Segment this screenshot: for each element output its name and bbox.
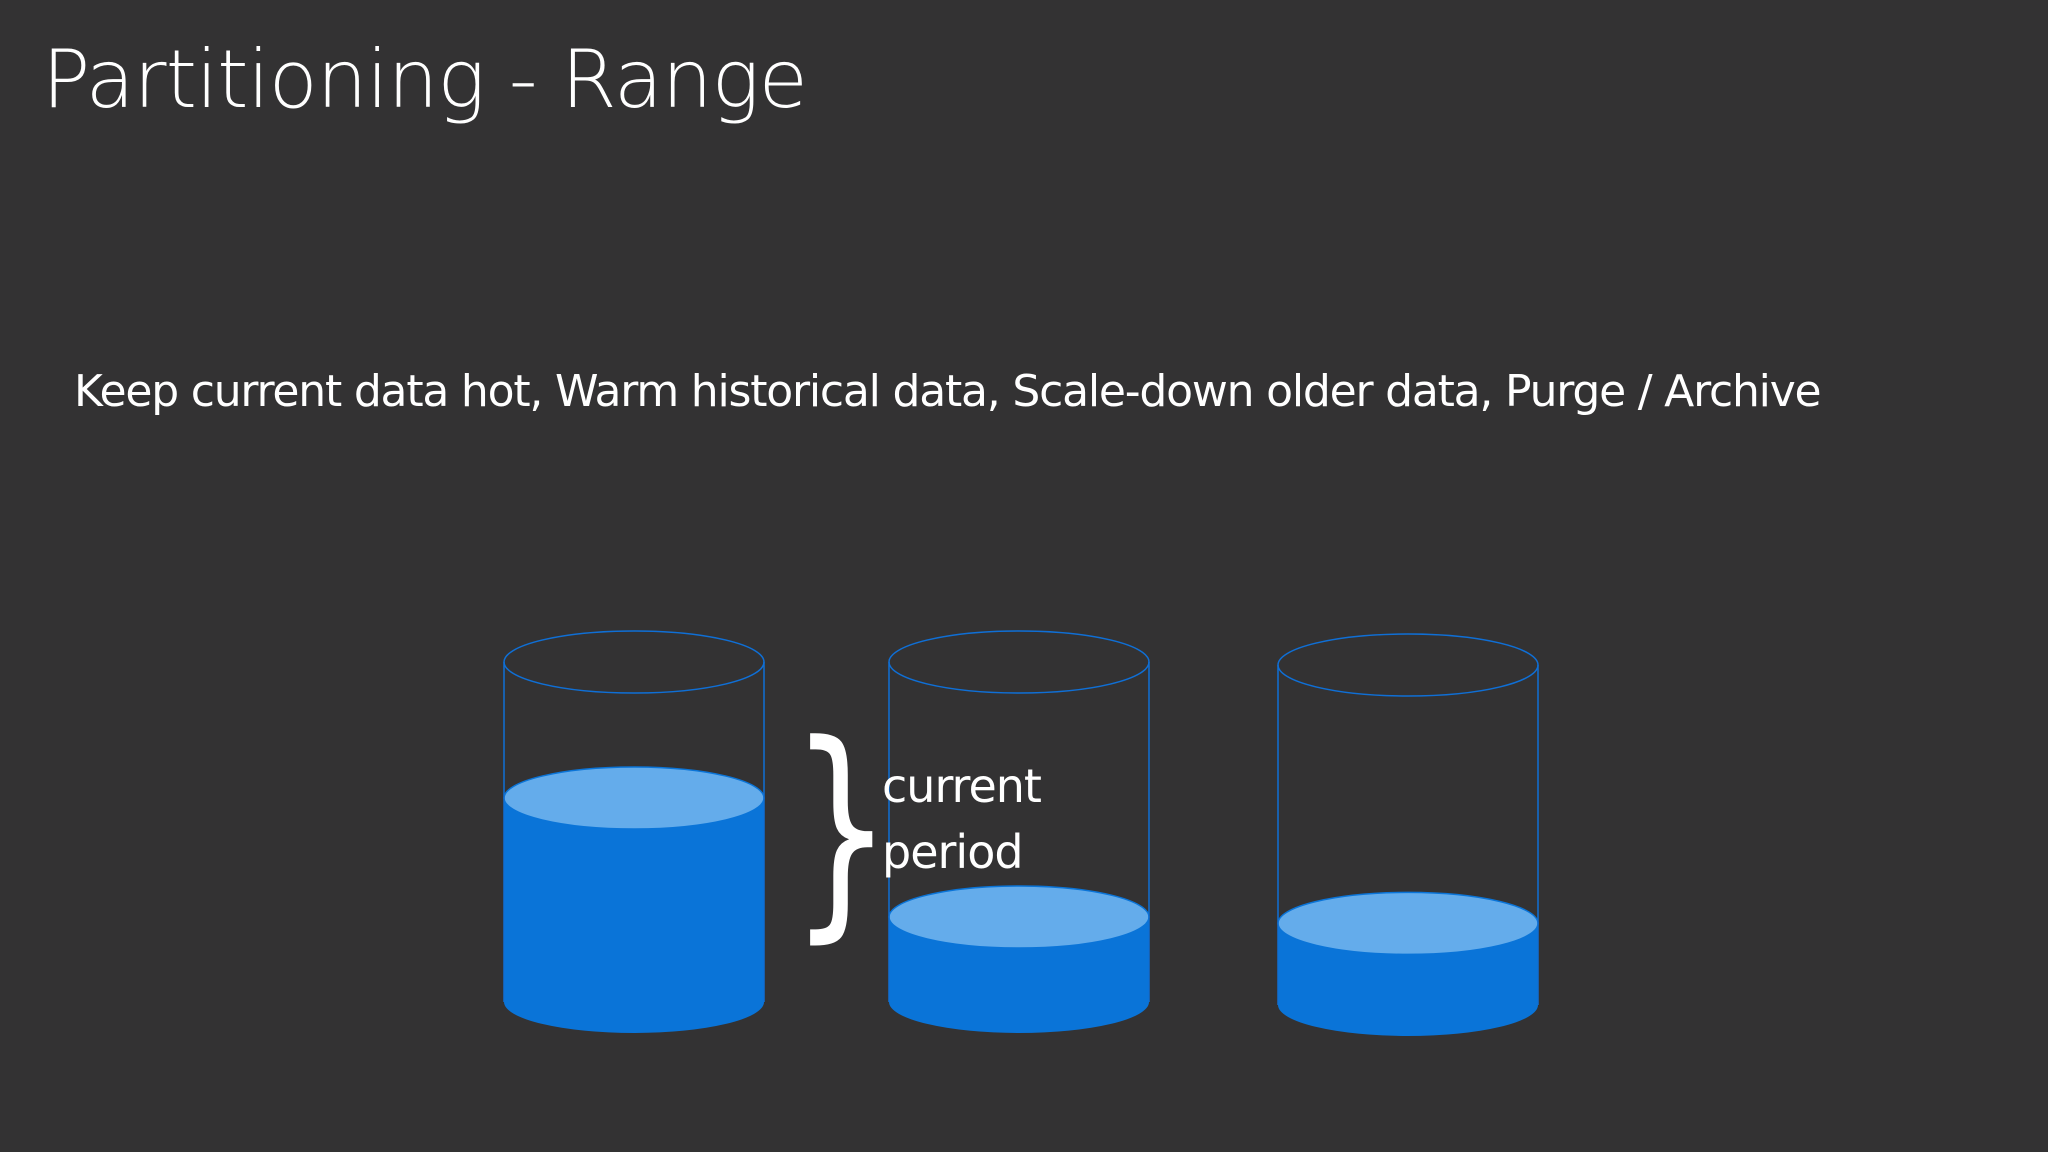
partition-cylinder-1-surface [503, 766, 765, 830]
partition-cylinder-3-liquid [1278, 923, 1538, 1036]
current-period-label-line1: current [882, 759, 1042, 813]
brace-icon: } [790, 696, 893, 963]
current-period-label: current period [882, 753, 1042, 885]
partition-cylinder-2-surface [888, 885, 1150, 949]
partition-cylinder-2-liquid [889, 917, 1149, 1033]
slide-title: Partitioning - Range [42, 33, 808, 126]
partition-cylinder-1-rim [503, 630, 765, 694]
current-period-label-line2: period [882, 825, 1024, 879]
partition-cylinder-1-liquid [504, 798, 764, 1033]
partition-cylinder-2-rim [888, 630, 1150, 694]
partition-cylinder-3-rim [1277, 633, 1539, 697]
partition-cylinder-3-surface [1277, 891, 1539, 956]
slide-subtitle: Keep current data hot, Warm historical d… [74, 366, 1822, 417]
